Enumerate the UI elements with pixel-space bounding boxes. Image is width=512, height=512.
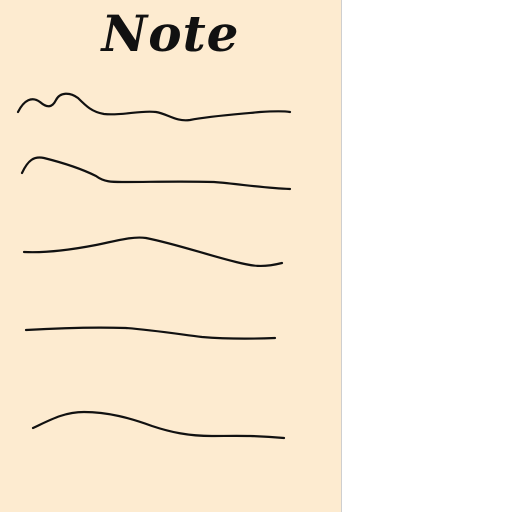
scribble-line-5 bbox=[31, 410, 286, 440]
scribble-line-3 bbox=[22, 236, 284, 268]
scribble-line-2 bbox=[20, 156, 292, 191]
note-card: Note bbox=[0, 0, 341, 512]
scribble-line-4 bbox=[24, 326, 277, 340]
note-title: Note bbox=[101, 4, 240, 63]
scribble-lines bbox=[16, 92, 292, 440]
note-edge-divider bbox=[341, 0, 342, 512]
scribble-line-1 bbox=[16, 92, 292, 122]
